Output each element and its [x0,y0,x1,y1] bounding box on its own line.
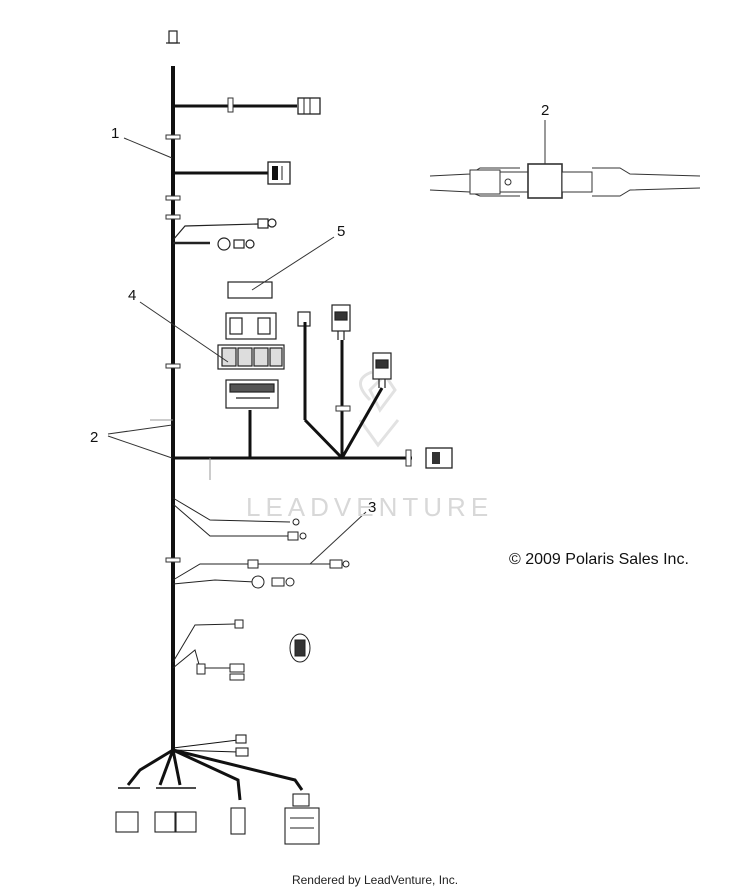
callout-5: 5 [337,223,345,240]
second-branch-connector [173,161,291,185]
trunk-clips [165,134,181,563]
watermark-text: LEADVENTURE [246,492,494,522]
watermark-logo [358,370,400,448]
copyright-notice: © 2009 Polaris Sales Inc. [509,551,689,568]
sub-harness [150,322,453,480]
fuse-box-assembly [217,281,285,409]
callout-3: 3 [368,499,376,516]
upper-branch-connector [173,97,321,115]
callout-2-left: 2 [90,429,98,446]
bottom-connector-fanout [118,739,304,801]
relay-connectors [297,304,392,388]
ring-terminal-wires [172,218,277,251]
inline-connector-detail [429,120,701,199]
callout-4: 4 [128,287,136,304]
footer-credit: Rendered by LeadVenture, Inc. [291,873,459,887]
callout-1: 1 [111,125,119,142]
bottom-connectors [115,734,320,845]
orientation-symbol [166,30,180,44]
leader-lines [107,137,367,565]
callout-2-top: 2 [541,102,549,119]
lower-branch-wires [172,497,350,681]
